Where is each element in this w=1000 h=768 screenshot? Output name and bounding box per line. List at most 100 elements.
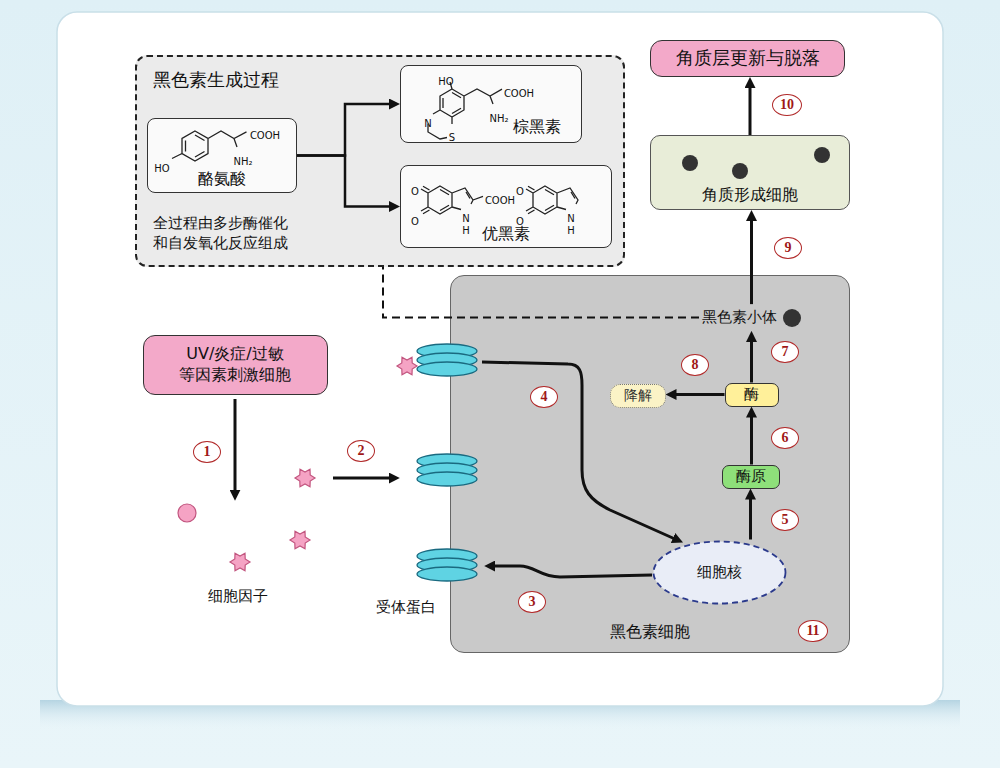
atom-symbol: HO: [438, 77, 453, 87]
callout-number: 5: [771, 509, 799, 531]
callout-number: 2: [347, 440, 375, 462]
cytokine: [230, 553, 250, 570]
flow-arrow: [749, 497, 752, 539]
enzyme-box: 酶: [725, 383, 779, 407]
receptor-protein: [417, 549, 477, 581]
stimulus-arrow: [234, 399, 237, 492]
flow-arrow: [750, 340, 753, 383]
molecule-box: 棕黑素: [400, 65, 582, 143]
flow-arrow: [297, 156, 391, 207]
atom-symbol: H: [462, 226, 470, 236]
box-label: 酪氨酸: [198, 169, 246, 189]
atom-symbol: HO: [154, 164, 169, 174]
part-label: 受体蛋白: [376, 598, 436, 617]
binding-arrow: [333, 477, 391, 480]
callout-number: 4: [530, 386, 558, 408]
atom-symbol: COOH: [504, 89, 534, 99]
part-label: 细胞因子: [208, 587, 268, 606]
box-label: UV/炎症/过敏 等因素刺激细胞: [168, 344, 303, 386]
callout-number: 6: [771, 427, 799, 449]
box-label: 酶原: [736, 467, 766, 486]
box-label: 优黑素: [482, 224, 530, 244]
callout-number: 7: [771, 341, 799, 363]
callout-number: 2: [347, 440, 375, 462]
callout-number: 11: [798, 620, 827, 642]
atom-symbol: O: [411, 180, 419, 199]
atom-symbol: N: [462, 214, 469, 224]
atom-symbol: N: [567, 214, 574, 224]
cytokine: [290, 531, 310, 548]
atom-symbol: N: [424, 112, 431, 131]
atom-symbol: NH₂: [233, 157, 252, 167]
atom-symbol: O: [411, 210, 419, 229]
atom-symbol: N: [424, 119, 431, 129]
flow-arrow: [749, 86, 752, 135]
cell-region: 黑色素细胞黑色素小体降解酶酶原细胞核: [450, 275, 850, 653]
callout-number: 9: [774, 237, 802, 259]
box-label: 棕黑素: [513, 117, 561, 137]
flow-arrow: [297, 104, 391, 156]
callout-number: 8: [681, 354, 709, 376]
box-label: 酶: [744, 385, 759, 404]
white-panel: [57, 12, 943, 706]
process-box: 降解: [610, 384, 666, 408]
cytokine: [295, 469, 315, 486]
melanin-granule: [732, 163, 748, 179]
atom-symbol: COOH: [485, 189, 515, 208]
atom-symbol: O: [411, 217, 419, 227]
molecule-box: 酪氨酸: [147, 118, 297, 193]
nucleus-ellipse: 细胞核: [652, 540, 787, 605]
atom-symbol: COOH: [250, 131, 280, 141]
flow-arrow: [674, 393, 724, 396]
receptor-protein: [417, 344, 477, 376]
callout-number: 11: [798, 620, 827, 642]
atom-symbol: NH₂: [489, 114, 508, 124]
atom-symbol: COOH: [504, 82, 534, 101]
stimulus-box: UV/炎症/过敏 等因素刺激细胞: [143, 335, 328, 395]
molecule-bonds: [421, 186, 483, 214]
callout-number: 4: [530, 386, 558, 408]
receptor-protein: [417, 454, 477, 486]
flow-arrow: [750, 219, 753, 304]
melanin-granule: [814, 147, 830, 163]
process-panel: 黑色素生成过程全过程由多步酶催化和自发氧化反应组成 酪氨酸 棕黑素优黑素: [135, 55, 625, 267]
molecule-box: 优黑素: [400, 165, 612, 248]
atom-symbol: N: [462, 207, 469, 226]
callout-number: 3: [518, 591, 546, 613]
atom-symbol: O: [516, 210, 524, 229]
callout-number: 7: [771, 341, 799, 363]
callout-number: 1: [193, 441, 221, 463]
atom-symbol: COOH: [485, 196, 515, 206]
callout-number: 8: [681, 354, 709, 376]
box-label: 黑色素生成过程: [153, 69, 279, 92]
atom-symbol: O: [516, 180, 524, 199]
flow-arrow: [750, 415, 753, 464]
atom-symbol: COOH: [250, 124, 280, 143]
callout-number: 3: [518, 591, 546, 613]
callout-number: 9: [774, 237, 802, 259]
atom-symbol: O: [516, 187, 524, 197]
outcome-box: 角质层更新与脱落: [650, 40, 845, 77]
bound-cytokine: [397, 357, 417, 374]
atom-symbol: S: [449, 133, 455, 143]
box-label: 降解: [624, 387, 652, 405]
atom-symbol: O: [516, 217, 524, 227]
atom-symbol: NH₂: [489, 107, 508, 126]
part-label: 细胞因子: [208, 586, 268, 606]
box-label: 细胞核: [697, 563, 742, 582]
callout-number: 10: [772, 94, 802, 116]
molecule-bonds: [526, 186, 578, 214]
organelle-label: 黑色素小体: [699, 304, 808, 331]
proenzyme-box: 酶原: [722, 465, 780, 489]
atom-symbol: NH₂: [233, 150, 252, 169]
melanin-granule: [682, 155, 698, 171]
callout-number: 5: [771, 509, 799, 531]
dashed-link: [383, 267, 699, 318]
callout-number: 6: [771, 427, 799, 449]
atom-symbol: S: [449, 126, 455, 145]
molecule-bonds: [428, 82, 502, 139]
melanosome-dot: [783, 309, 801, 327]
box-note: 全过程由多步酶催化和自发氧化反应组成: [153, 214, 295, 253]
atom-symbol: HO: [438, 70, 453, 89]
